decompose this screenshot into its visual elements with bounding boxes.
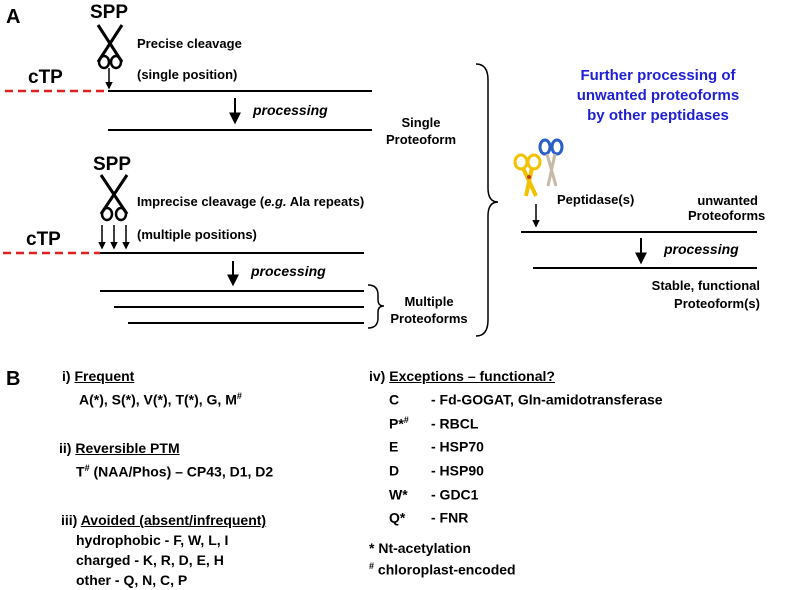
single-proteoform-line1: Single (401, 115, 441, 130)
imprecise-eg: e.g. (264, 194, 287, 209)
stable-line1: Stable, functional (651, 278, 760, 293)
processing-label-bottom: processing (251, 263, 326, 279)
exception-row: D - HSP90 (389, 457, 663, 481)
exception-row: C - Fd-GOGAT, Gln-amidotransferase (389, 386, 663, 410)
frequent-items: A(*), S(*), V(*), T(*), G, M# (79, 386, 242, 410)
imprecise-cleavage-label: Imprecise cleavage (e.g. Ala repeats) (137, 194, 364, 209)
exception-protein: - Fd-GOGAT, Gln-amidotransferase (431, 391, 663, 408)
avoided-other: other - Q, N, C, P (76, 572, 188, 588)
single-proteoform-label: Single Proteoform (383, 114, 459, 148)
exceptions-list: C - Fd-GOGAT, Gln-amidotransferase P*# - R… (389, 386, 663, 528)
avoided-list: hydrophobic - F, W, L, I charged - K, R,… (76, 530, 228, 590)
avoided-charged: charged - K, R, D, E, H (76, 552, 224, 568)
panel-label-a: A (6, 6, 21, 28)
reversible-t: T (76, 463, 85, 480)
frequent-sup: # (236, 391, 242, 401)
exception-residue: W* (389, 486, 408, 503)
exception-sup: # (403, 414, 409, 425)
exception-row: P*# - RBCL (389, 410, 663, 434)
imprecise-suffix: Ala repeats) (286, 194, 365, 209)
exception-protein: - RBCL (431, 415, 479, 432)
frequent-heading: i) Frequent (62, 366, 134, 386)
exception-protein: - GDC1 (431, 486, 479, 503)
scissors-icon-bottom (99, 174, 129, 222)
exceptions-heading: iv) Exceptions – functional? (369, 366, 555, 386)
exception-residue: D (389, 462, 400, 479)
imprecise-prefix: Imprecise cleavage ( (137, 194, 265, 209)
reversible-sup: # (84, 463, 90, 473)
processing-label-top: processing (253, 102, 328, 118)
exception-residue: E (389, 438, 399, 455)
exception-row: W* - GDC1 (389, 481, 663, 505)
frequent-list: A(*), S(*), V(*), T(*), G, M (79, 391, 237, 408)
panel-label-b: B (6, 368, 21, 390)
frequent-title: Frequent (74, 368, 135, 384)
multiple-proteoforms-line2: Proteoforms (390, 311, 468, 326)
multiple-proteoforms-line1: Multiple (404, 294, 454, 309)
note-sup: # (369, 561, 375, 571)
avoided-heading: iii) Avoided (absent/infrequent) (61, 510, 266, 530)
peptidase-scissors-icon (513, 138, 564, 197)
avoided-title: Avoided (absent/infrequent) (80, 512, 267, 528)
reversible-title: Reversible PTM (75, 440, 180, 456)
note-encoded-text: chloroplast-encoded (374, 561, 516, 578)
exception-protein: - FNR (431, 509, 469, 526)
processing-label-right: processing (664, 241, 739, 257)
reversible-heading: ii) Reversible PTM (59, 438, 180, 458)
precise-cleavage-label: Precise cleavage (137, 36, 242, 51)
scissors-icon-top (96, 24, 124, 70)
avoided-num: iii) (61, 512, 81, 528)
ctp-label-top: cTP (28, 67, 63, 88)
further-processing-line1: Further processing of (580, 67, 736, 84)
spp-label-bottom: SPP (93, 154, 132, 175)
exception-residue: P* (389, 415, 404, 432)
note-chloroplast-encoded: # chloroplast-encoded (369, 556, 516, 580)
exception-protein: - HSP70 (431, 438, 484, 455)
ctp-label-bottom: cTP (26, 229, 61, 250)
unwanted-line1: unwanted (697, 193, 758, 208)
unwanted-proteoforms-label: unwanted Proteoforms (688, 193, 766, 223)
single-proteoform-line2: Proteoform (385, 132, 457, 147)
further-processing-note: Further processing of unwanted proteofor… (548, 66, 768, 126)
further-processing-line3: by other peptidases (587, 107, 729, 124)
exceptions-num: iv) (369, 368, 390, 384)
multiple-proteoforms-label: Multiple Proteoforms (386, 293, 472, 327)
bracket-small (367, 284, 385, 329)
unwanted-line2: Proteoforms (688, 208, 766, 223)
reversible-items: T# (NAA/Phos) – CP43, D1, D2 (76, 458, 273, 482)
note-nt-acetylation: * Nt-acetylation (369, 540, 471, 556)
stable-functional-label: Stable, functional Proteoform(s) (640, 277, 760, 313)
further-processing-line2: unwanted proteoforms (576, 87, 740, 104)
reversible-list: (NAA/Phos) – CP43, D1, D2 (89, 463, 274, 480)
exceptions-title: Exceptions – functional? (389, 368, 555, 384)
exception-residue: Q* (389, 509, 406, 526)
exception-protein: - HSP90 (431, 462, 484, 479)
multiple-positions-label: (multiple positions) (137, 227, 257, 242)
spp-label-top: SPP (90, 2, 129, 23)
exception-residue: C (389, 391, 400, 408)
exception-row: Q* - FNR (389, 504, 663, 528)
single-position-label: (single position) (137, 67, 238, 82)
avoided-hydrophobic: hydrophobic - F, W, L, I (76, 532, 229, 548)
exception-row: E - HSP70 (389, 433, 663, 457)
reversible-num: ii) (59, 440, 76, 456)
frequent-num: i) (62, 368, 75, 384)
stable-line2: Proteoform(s) (674, 296, 760, 311)
peptidases-label: Peptidase(s) (557, 192, 635, 207)
bracket-large (475, 63, 499, 337)
